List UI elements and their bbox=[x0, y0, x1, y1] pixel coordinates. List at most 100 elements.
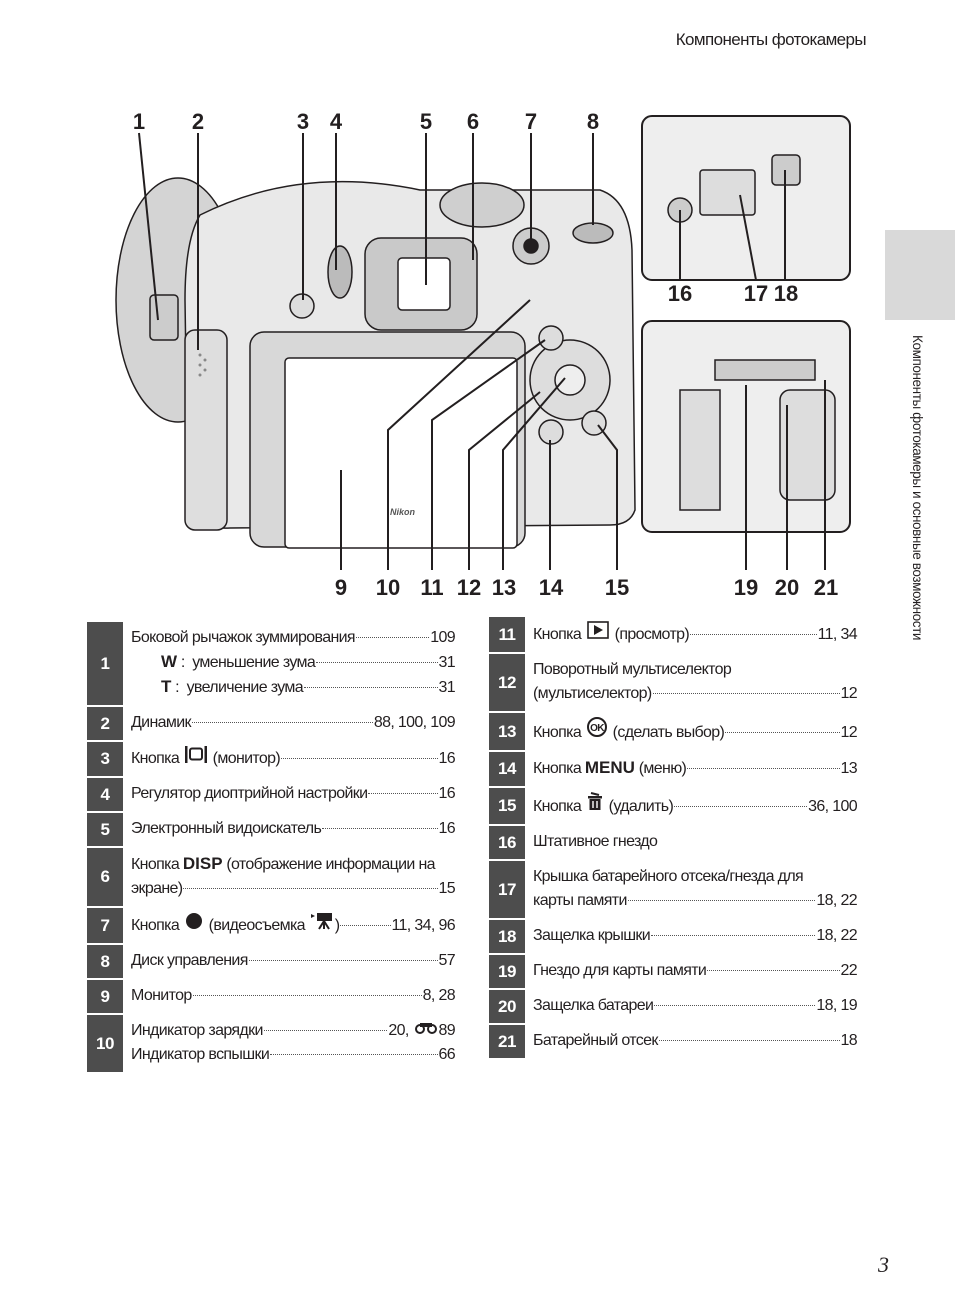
dot-leader bbox=[627, 900, 816, 901]
dot-leader bbox=[263, 1030, 388, 1031]
item-number: 10 bbox=[87, 1015, 123, 1072]
ok-icon: OK bbox=[586, 717, 607, 745]
dot-leader bbox=[192, 995, 422, 996]
description-text: Батарейный отсек bbox=[533, 1032, 658, 1049]
item-description: Поворотный мультиселектор(мультиселектор… bbox=[525, 654, 858, 711]
grip bbox=[184, 329, 228, 531]
dot-leader bbox=[652, 693, 840, 694]
item-number: 20 bbox=[489, 990, 525, 1023]
item-number: 6 bbox=[87, 848, 123, 906]
dot-leader bbox=[183, 888, 438, 889]
description-text: Кнопка bbox=[131, 750, 183, 767]
callout-10: 10 bbox=[376, 575, 400, 600]
item-description: Кнопка MENU (меню)13 bbox=[525, 752, 858, 786]
description-text: (сделать выбор) bbox=[608, 724, 725, 741]
dot-leader bbox=[248, 960, 438, 961]
callout-20: 20 bbox=[775, 575, 799, 600]
ok-button bbox=[554, 364, 586, 396]
callout-8: 8 bbox=[587, 109, 599, 134]
page-reference: 11, 34 bbox=[817, 626, 858, 643]
dot-leader bbox=[281, 758, 438, 759]
item-number: 7 bbox=[87, 908, 123, 943]
dot-leader bbox=[340, 925, 391, 926]
description-line: Кнопка OK (сделать выбор)12 bbox=[533, 717, 858, 745]
description-text: Гнездо для карты памяти bbox=[533, 962, 707, 979]
description-text: Штативное гнездо bbox=[533, 833, 658, 850]
dot-leader bbox=[658, 1040, 840, 1041]
callout-5: 5 bbox=[420, 109, 432, 134]
item-number: 16 bbox=[489, 826, 525, 859]
button-label: DISP bbox=[182, 854, 223, 873]
item-number: 18 bbox=[489, 920, 525, 953]
button-label: W bbox=[161, 652, 178, 671]
item-number: 19 bbox=[489, 955, 525, 988]
page-reference: 15 bbox=[438, 880, 456, 897]
item-description: Гнездо для карты памяти 22 bbox=[525, 955, 858, 988]
page-reference: 16 bbox=[438, 785, 456, 802]
page-header-title: Компоненты фотокамеры bbox=[675, 30, 867, 49]
item-number: 5 bbox=[87, 813, 123, 846]
description-line: Поворотный мультиселектор bbox=[533, 658, 857, 682]
description-text: Кнопка bbox=[131, 856, 183, 873]
description-line: Гнездо для карты памяти 22 bbox=[533, 959, 858, 983]
item-number: 21 bbox=[489, 1025, 525, 1058]
description-line: Штативное гнездо bbox=[533, 830, 857, 854]
description-text: Крышка батарейного отсека/гнезда для bbox=[533, 868, 804, 885]
dot-leader bbox=[191, 722, 373, 723]
callout-21: 21 bbox=[814, 575, 838, 600]
command-dial bbox=[572, 222, 614, 244]
description-line: Кнопка (удалить)36, 100 bbox=[533, 792, 858, 819]
callout-14: 14 bbox=[539, 575, 564, 600]
description-text: : увеличение зума bbox=[171, 679, 304, 696]
item-description: Кнопка (удалить)36, 100 bbox=[525, 788, 858, 824]
page-number: 3 bbox=[878, 1252, 889, 1277]
description-text: Кнопка bbox=[533, 724, 585, 741]
item-number: 17 bbox=[489, 861, 525, 918]
viewfinder-eyepiece bbox=[397, 257, 451, 311]
callout-1: 1 bbox=[133, 109, 145, 134]
page-reference: 89 bbox=[438, 1022, 456, 1039]
table-row: 13 Кнопка OK (сделать выбор)12 bbox=[489, 713, 858, 750]
page-reference: 13 bbox=[840, 760, 858, 777]
page-reference: 31 bbox=[438, 679, 456, 696]
description-line: Кнопка (монитор)16 bbox=[131, 746, 456, 771]
dot-leader bbox=[304, 687, 438, 688]
item-description: Кнопка (просмотр)11, 34 bbox=[525, 617, 858, 652]
page-reference: 22 bbox=[840, 962, 858, 979]
button-label: MENU bbox=[584, 758, 635, 777]
item-number: 11 bbox=[489, 617, 525, 652]
item-description: Кнопка OK (сделать выбор)12 bbox=[525, 713, 858, 750]
reference-icon bbox=[414, 1019, 437, 1043]
callout-13: 13 bbox=[492, 575, 516, 600]
description-line: экране)15 bbox=[131, 877, 456, 901]
dot-leader bbox=[651, 935, 816, 936]
callout-18: 18 bbox=[774, 281, 798, 306]
page-reference: 109 bbox=[430, 629, 455, 646]
callout-lines bbox=[138, 132, 826, 570]
description-text: Кнопка bbox=[533, 798, 585, 815]
item-number: 13 bbox=[489, 713, 525, 750]
dot-leader bbox=[687, 768, 840, 769]
